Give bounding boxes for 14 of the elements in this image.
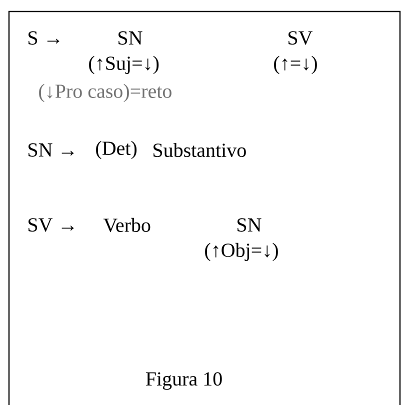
- formula-text: S →: [28, 31, 60, 45]
- formula-text: (↑=↓): [274, 56, 317, 74]
- formula-text: Verbo: [103, 218, 150, 232]
- formula-text: SN: [238, 218, 262, 232]
- formula-text: Substantivo: [154, 142, 246, 158]
- formula-text: SN →: [28, 143, 74, 157]
- formula-text: SN: [118, 31, 142, 45]
- formula-text: (↑Obj=↓): [205, 242, 278, 262]
- formula-text: (Det): [96, 140, 137, 160]
- formula-text: (↑Suj=↓): [89, 56, 159, 74]
- formula-text: SV: [288, 31, 313, 45]
- formula-text: SV →: [28, 218, 74, 232]
- caption: Figura 10: [146, 372, 222, 390]
- formula-text: (↓Pro caso)=reto: [39, 84, 172, 102]
